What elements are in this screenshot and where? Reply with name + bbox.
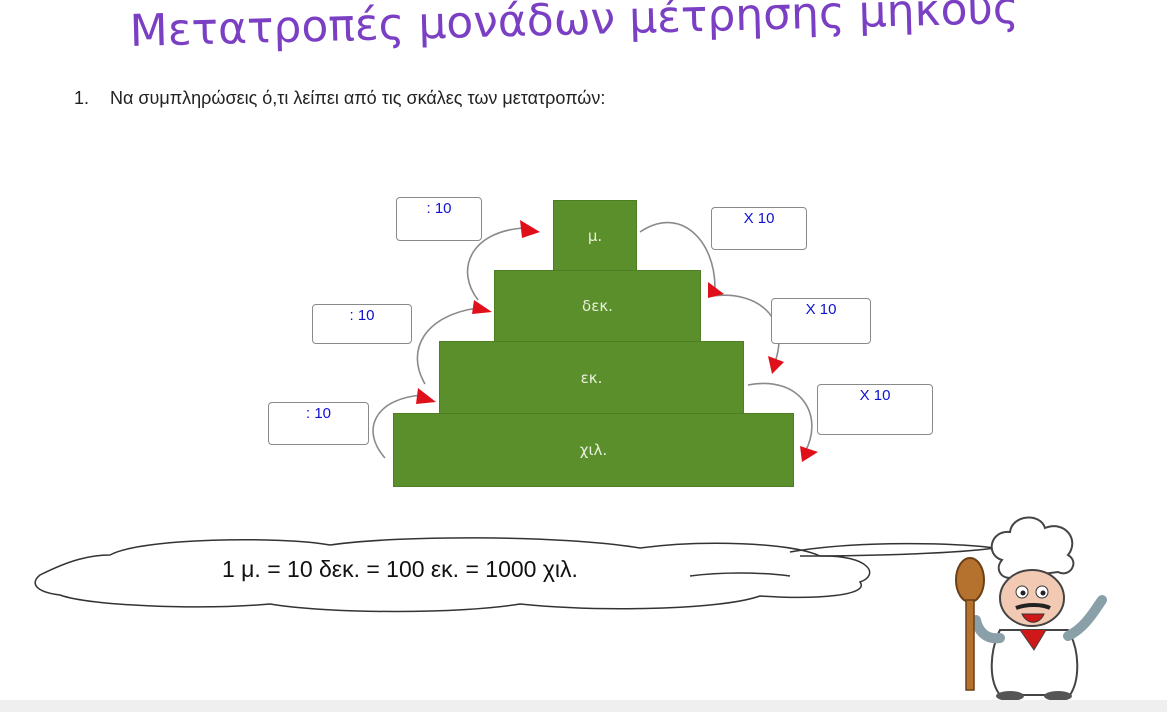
conversion-equation: 1 μ. = 10 δεκ. = 100 εκ. = 1000 χιλ. — [222, 556, 578, 582]
divide-box-1[interactable]: : 10 — [396, 197, 482, 241]
step-label: εκ. — [580, 369, 603, 387]
arrowhead-left-3 — [416, 388, 436, 404]
arrow-curve-right-2 — [711, 294, 780, 363]
multiply-box-label: Χ 10 — [859, 387, 891, 404]
multiply-box-3[interactable]: Χ 10 — [817, 384, 933, 435]
step-label: δεκ. — [582, 297, 613, 315]
cloud-bubble — [34, 537, 996, 613]
arrow-curve-left-2 — [416, 307, 479, 385]
arrow-curve-left-3 — [372, 394, 424, 459]
multiply-box-1[interactable]: Χ 10 — [711, 207, 807, 250]
instruction-number: 1. — [74, 88, 90, 108]
arrowhead-right-1 — [708, 282, 724, 298]
arrow-curve-left-1 — [466, 227, 524, 301]
step-centimeter: εκ. — [439, 341, 744, 415]
divide-box-label: : 10 — [426, 200, 452, 217]
bottom-bar — [0, 700, 1167, 712]
instruction: 1. Να συμπληρώσεις ό,τι λείπει από τις σκ… — [74, 88, 605, 109]
arrowhead-right-2 — [768, 356, 784, 374]
step-label: χιλ. — [579, 441, 608, 459]
step-label: μ. — [587, 227, 603, 245]
step-decimeter: δεκ. — [494, 270, 701, 342]
step-millimeter: χιλ. — [393, 413, 794, 487]
arrow-curve-right-1 — [639, 221, 716, 289]
divide-box-label: : 10 — [305, 405, 332, 422]
arrowhead-right-3 — [800, 446, 818, 462]
divide-box-2[interactable]: : 10 — [312, 304, 412, 344]
divide-box-3[interactable]: : 10 — [268, 402, 369, 445]
step-meter: μ. — [553, 200, 637, 272]
instruction-text: Να συμπληρώσεις ό,τι λείπει από τις σκάλ… — [110, 88, 606, 108]
multiply-box-2[interactable]: Χ 10 — [771, 298, 871, 344]
divide-box-label: : 10 — [349, 307, 375, 324]
multiply-box-label: Χ 10 — [743, 210, 775, 227]
chef-with-wooden-spoon-icon — [955, 516, 1107, 700]
arrowhead-left-2 — [472, 300, 492, 314]
multiply-box-label: Χ 10 — [805, 301, 837, 318]
arrowhead-left-1 — [520, 220, 540, 238]
arrow-curve-right-3 — [747, 382, 813, 453]
